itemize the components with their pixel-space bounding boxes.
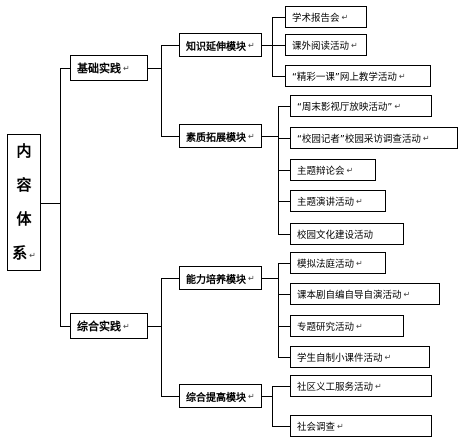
module-node-quality: 素质拓展模块↵ (179, 124, 262, 148)
paragraph-mark: ↵ (375, 381, 382, 391)
root-char: 系↵ (12, 243, 36, 262)
connector (278, 138, 290, 139)
node-label: 知识延伸模块 (186, 41, 246, 53)
connector (272, 17, 273, 76)
paragraph-mark: ↵ (248, 273, 255, 283)
paragraph-mark: ↵ (29, 250, 36, 260)
connector (272, 45, 285, 46)
connector (278, 234, 290, 235)
connector (272, 426, 290, 427)
node-label: 模拟法庭活动 (297, 259, 355, 270)
leaf-node: 模拟法庭活动↵ (290, 252, 386, 274)
node-label: 课外阅读活动 (292, 41, 350, 52)
paragraph-mark: ↵ (398, 71, 406, 81)
node-label: 社区义工服务活动 (297, 382, 374, 393)
connector (278, 106, 290, 107)
connector (262, 396, 272, 397)
paragraph-mark: ↵ (341, 12, 349, 22)
paragraph-mark: ↵ (248, 391, 255, 401)
paragraph-mark: ↵ (248, 131, 255, 141)
paragraph-mark: ↵ (422, 133, 430, 143)
connector (41, 203, 60, 204)
leaf-node: 校园文化建设活动 (290, 223, 404, 245)
node-label: 素质拓展模块 (186, 132, 246, 144)
leaf-node: 专题研究活动↵ (290, 315, 404, 337)
node-label: 学生自制小课件活动 (297, 353, 383, 364)
connector (161, 396, 179, 397)
node-label: 综合实践 (77, 320, 121, 333)
main-node-comprehensive: 综合实践↵ (70, 313, 148, 339)
node-label: “校园记者”校园采访调查活动 (297, 134, 421, 145)
connector (272, 76, 285, 77)
connector (278, 294, 290, 295)
connector (60, 326, 70, 327)
paragraph-mark: ↵ (394, 101, 402, 111)
main-node-basic: 基础实践↵ (70, 55, 148, 81)
connector (60, 68, 70, 69)
leaf-node: 社会调查↵ (290, 415, 432, 437)
leaf-node: 社区义工服务活动↵ (290, 375, 432, 397)
module-node-integrated: 综合提高模块↵ (179, 384, 262, 408)
connector (148, 326, 161, 327)
connector (161, 45, 162, 136)
paragraph-mark: ↵ (356, 196, 363, 206)
connector (278, 263, 279, 357)
node-label: 主题演讲活动 (297, 197, 355, 208)
connector (272, 386, 290, 387)
leaf-node: 学术报告会↵ (285, 6, 367, 28)
leaf-node: 主题辩论会↵ (290, 159, 376, 181)
leaf-node: “周末影视厅放映活动”↵ (290, 95, 432, 117)
leaf-node: 主题演讲活动↵ (290, 190, 386, 212)
connector (278, 201, 290, 202)
node-label: 专题研究活动 (297, 322, 355, 333)
node-label: 社会调查 (297, 422, 336, 433)
connector (278, 170, 290, 171)
node-label: 学术报告会 (292, 13, 340, 24)
connector (278, 326, 290, 327)
leaf-node: 学生自制小课件活动↵ (290, 346, 430, 368)
node-label: 综合提高模块 (186, 392, 246, 404)
leaf-node: 课外阅读活动↵ (285, 34, 367, 56)
paragraph-mark: ↵ (123, 321, 130, 331)
connector (272, 386, 273, 426)
node-label: 基础实践 (77, 62, 121, 75)
connector (278, 357, 290, 358)
paragraph-mark: ↵ (123, 63, 130, 73)
leaf-node: “校园记者”校园采访调查活动↵ (290, 127, 458, 149)
leaf-node: “精彩一课”网上教学活动↵ (285, 65, 431, 87)
root-char: 体 (16, 209, 32, 228)
module-node-ability: 能力培养模块↵ (179, 266, 262, 290)
paragraph-mark: ↵ (248, 40, 255, 50)
node-label: “周末影视厅放映活动” (297, 102, 393, 113)
connector (278, 263, 290, 264)
paragraph-mark: ↵ (356, 321, 363, 331)
node-label: 主题辩论会 (297, 166, 345, 177)
paragraph-mark: ↵ (351, 40, 358, 50)
root-node: 内 容 体 系↵ (7, 134, 41, 271)
paragraph-mark: ↵ (356, 258, 363, 268)
connector (161, 278, 162, 396)
connector (60, 68, 61, 326)
connector (161, 45, 179, 46)
connector (262, 136, 278, 137)
paragraph-mark: ↵ (337, 421, 344, 431)
connector (272, 17, 285, 18)
module-node-knowledge: 知识延伸模块↵ (179, 33, 262, 57)
node-label: 校园文化建设活动 (297, 230, 374, 241)
node-label: 课本剧自编自导自演活动 (297, 290, 402, 301)
leaf-node: 课本剧自编自导自演活动↵ (290, 283, 440, 305)
paragraph-mark: ↵ (346, 165, 354, 175)
node-label: 能力培养模块 (186, 274, 246, 286)
connector (262, 45, 272, 46)
connector (161, 136, 179, 137)
paragraph-mark: ↵ (403, 289, 411, 299)
connector (262, 278, 278, 279)
root-char: 内 (16, 142, 32, 161)
root-char: 容 (16, 176, 32, 195)
paragraph-mark: ↵ (384, 352, 392, 362)
connector (148, 68, 161, 69)
connector (161, 278, 179, 279)
node-label: “精彩一课”网上教学活动 (292, 72, 397, 83)
